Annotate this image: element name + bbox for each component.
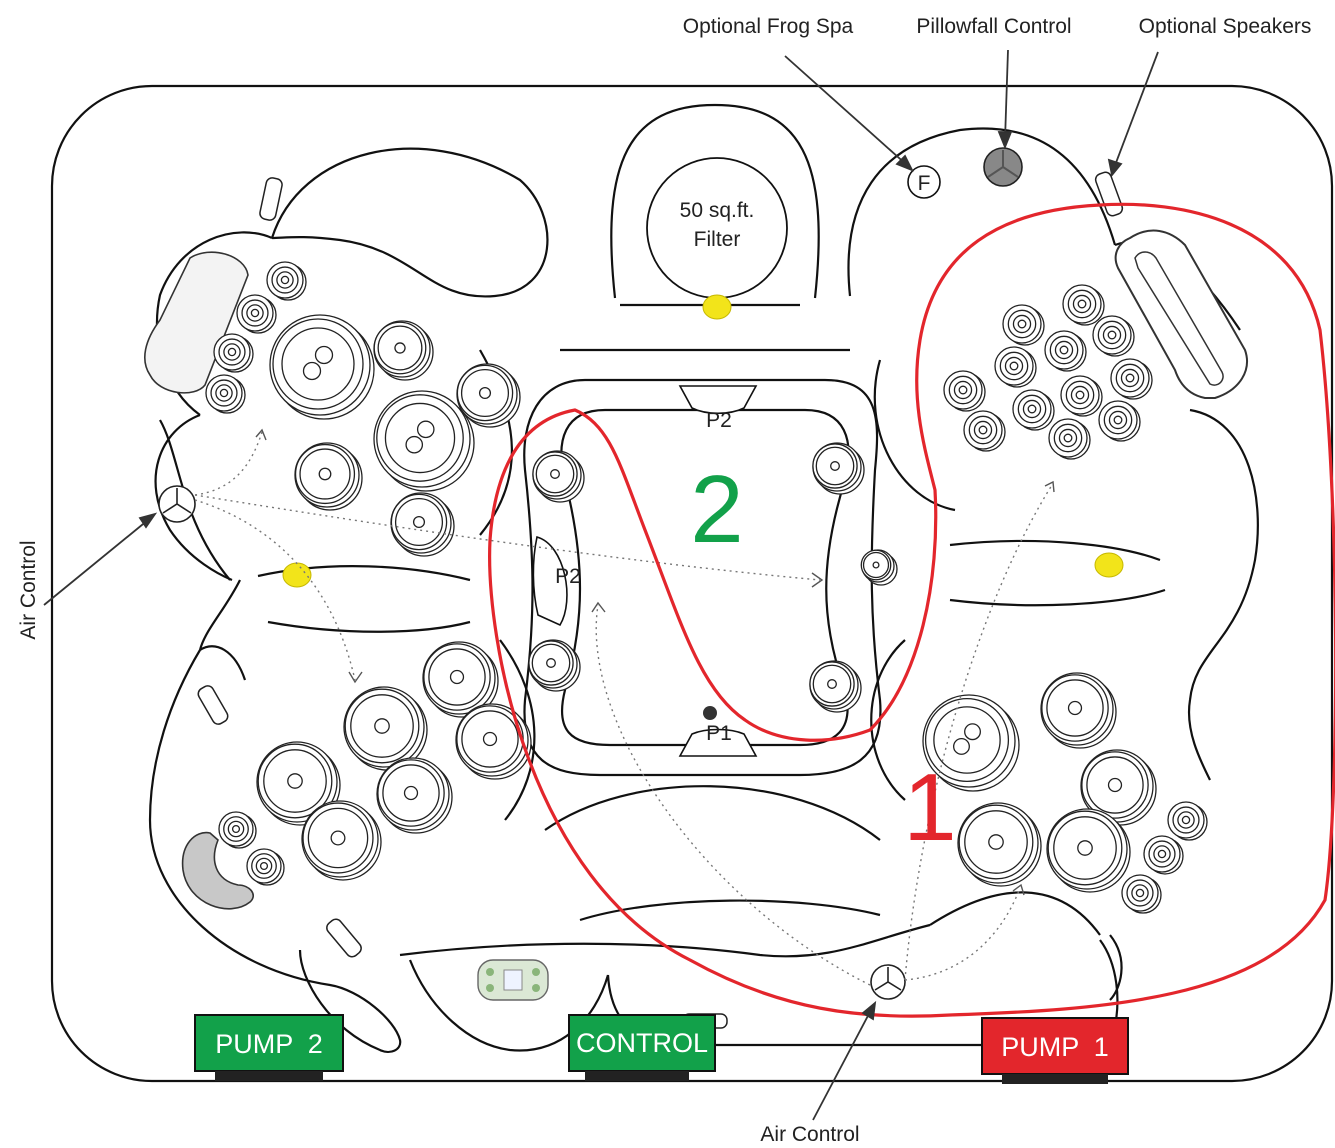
mini-jet <box>1121 874 1162 914</box>
jet <box>812 442 865 495</box>
jet <box>532 450 585 503</box>
callout-pillowfall: Pillowfall Control <box>916 15 1071 38</box>
spa-outline <box>50 84 1334 1083</box>
air-control-knob-bottom <box>870 964 906 1000</box>
jet <box>860 549 898 586</box>
air-lines <box>194 428 1055 986</box>
zone-2-outline <box>488 202 1335 1018</box>
jet-group <box>205 261 1208 914</box>
light-filter <box>702 294 732 320</box>
port-p1-bottom-label: P1 <box>706 722 732 745</box>
control-label: CONTROL <box>576 1028 708 1058</box>
mini-jet <box>1012 389 1055 431</box>
jet <box>373 320 434 381</box>
mini-jet <box>963 410 1006 452</box>
mini-jet <box>205 374 246 414</box>
mini-jet <box>994 346 1037 388</box>
jet <box>957 802 1042 887</box>
jet <box>528 639 581 692</box>
lounge-pillow-right <box>1114 229 1248 399</box>
mini-jet <box>1110 358 1153 400</box>
mini-jet <box>1048 418 1091 460</box>
jet <box>455 703 532 780</box>
callout-frog-spa: Optional Frog Spa <box>683 15 854 38</box>
pillowfall-control-knob <box>983 147 1023 187</box>
pump-1-label: PUMP 1 <box>1001 1032 1109 1062</box>
filter-label-line2: Filter <box>694 228 741 251</box>
jet <box>343 686 428 771</box>
mini-jet <box>1002 304 1045 346</box>
speaker-top-right <box>1094 171 1124 217</box>
mini-jet <box>1060 375 1103 417</box>
jet <box>256 741 341 826</box>
mini-jet <box>266 261 307 301</box>
speaker-left-mid <box>197 685 229 725</box>
port-p2-left: P2 <box>532 535 581 627</box>
port-p1-bottom: P1 <box>678 706 758 757</box>
seat-contours <box>148 103 1259 1054</box>
light-right-seat <box>1094 552 1124 578</box>
jet <box>422 641 499 718</box>
pillow-top-left <box>144 251 249 394</box>
jet <box>301 800 382 881</box>
rotary-jet <box>269 314 375 420</box>
mini-jet <box>246 848 285 886</box>
speaker-bottom-left <box>326 918 362 958</box>
pump-2-label: PUMP 2 <box>215 1029 323 1059</box>
mini-jet <box>236 294 277 334</box>
rotary-jet <box>922 694 1020 792</box>
mini-jet <box>1143 835 1184 875</box>
pump-2-box: PUMP 2 <box>194 1014 344 1081</box>
jet <box>809 660 862 713</box>
topside-control-panel <box>477 959 549 1001</box>
port-p2-left-label: P2 <box>555 565 581 588</box>
filter-label-line1: 50 sq.ft. <box>680 199 755 222</box>
callout-speakers: Optional Speakers <box>1139 15 1312 38</box>
frog-spa-fitting <box>907 165 941 199</box>
mini-jet <box>1044 330 1087 372</box>
frog-spa-badge: F <box>918 172 931 195</box>
speaker-top-left <box>259 177 283 221</box>
mini-jet <box>1167 801 1208 841</box>
light-left-seat <box>282 562 312 588</box>
mini-jet <box>1092 315 1135 357</box>
rotary-jet <box>373 390 475 492</box>
callout-air-control-left: Air Control <box>17 540 40 639</box>
jet <box>1046 808 1131 893</box>
jet <box>1040 672 1117 749</box>
lounge-pillow-right-slot <box>1134 251 1224 386</box>
callout-air-control-bottom: Air Control <box>760 1123 859 1146</box>
mini-jet <box>1062 284 1105 326</box>
zone-2-number: 2 <box>690 456 743 563</box>
jet <box>1080 749 1157 826</box>
mini-jet <box>218 811 257 849</box>
port-p2-top: P2 <box>678 385 758 432</box>
lights <box>282 294 1124 588</box>
pillow-bottom-left <box>181 831 254 910</box>
mini-jet <box>1098 400 1141 442</box>
port-p2-top-label: P2 <box>706 409 732 432</box>
jet <box>390 492 455 557</box>
jet <box>294 442 363 511</box>
mini-jet <box>943 370 986 412</box>
mini-jet <box>213 333 254 373</box>
callout-arrows <box>43 49 1159 1121</box>
zone-1-number: 1 <box>903 754 956 861</box>
jet <box>456 363 521 428</box>
air-control-knob-left <box>158 485 196 523</box>
control-box: CONTROL <box>568 1014 716 1081</box>
pump-1-box: PUMP 1 <box>981 1017 1129 1084</box>
jet <box>376 757 453 834</box>
